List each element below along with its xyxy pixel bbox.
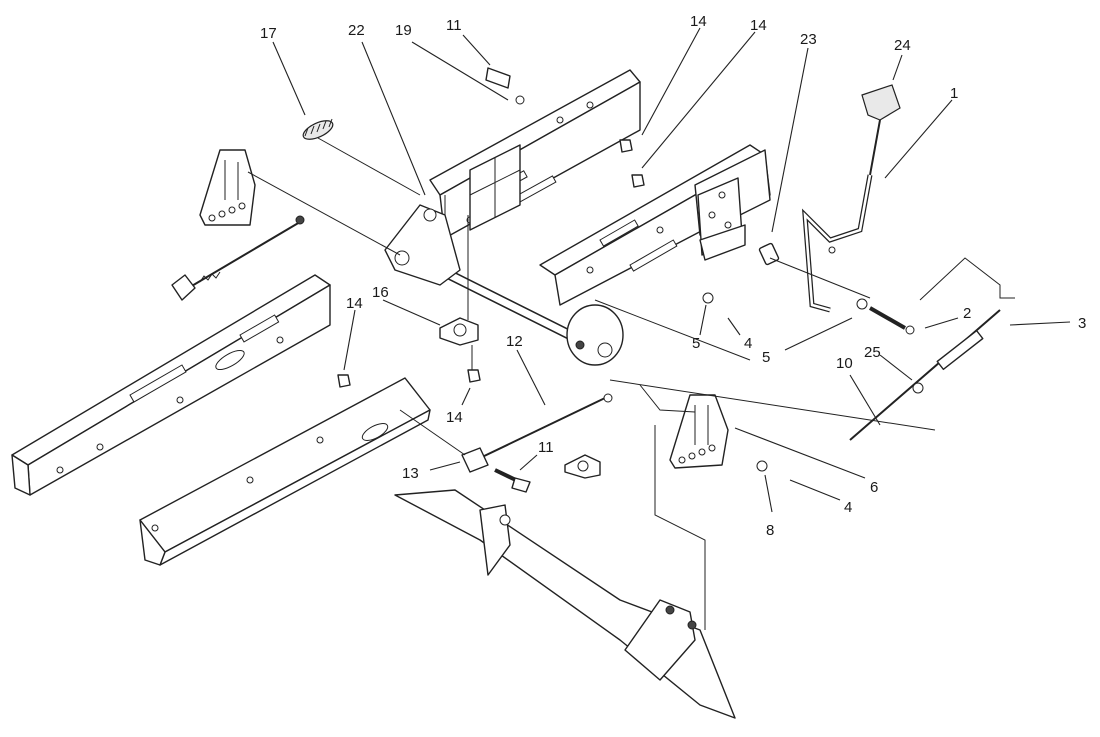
center-bracket [469,144,521,231]
callout-10: 10 [836,355,853,372]
callout-3: 3 [1078,315,1086,332]
callout-11a: 11 [446,17,462,34]
callout-24: 24 [894,37,911,54]
callout-6: 6 [870,479,878,496]
callout-2: 2 [963,305,971,322]
callout-8: 8 [766,522,774,539]
leader-lines [272,27,1071,513]
callout-14c: 14 [346,295,363,312]
callout-14a: 14 [690,13,707,30]
left-frame-channel [11,274,331,496]
link-rod [849,309,1001,441]
height-adjust-plate-right [669,394,729,469]
callout-11b: 11 [538,439,554,456]
hardware [337,67,915,472]
threaded-rod [171,215,305,301]
callout-5a: 5 [692,335,700,352]
callout-23: 23 [800,31,817,48]
lift-link [461,393,613,473]
callout-labels: 1 2 3 4 4 5 5 6 8 10 11 11 12 13 14 14 1… [260,13,1086,539]
callout-5b: 5 [762,349,770,366]
pivot-shaft-assembly [384,204,624,366]
callout-17: 17 [260,25,277,42]
spring [302,118,334,140]
callout-16: 16 [372,284,389,301]
callout-12: 12 [506,333,523,350]
height-adjust-plate-left [199,149,256,226]
callout-4b: 4 [844,499,852,516]
front-frame-channel [139,377,431,566]
spacer [758,242,780,266]
height-lever [801,174,873,313]
lever-knob [861,84,901,176]
rear-frame-channel [429,69,641,239]
callout-13: 13 [402,465,419,482]
callout-4a: 4 [744,335,752,352]
callout-22: 22 [348,22,365,39]
callout-25: 25 [864,344,881,361]
mounting-plate [697,177,746,261]
alignment-lines [247,137,1015,630]
callout-14b: 14 [750,17,767,34]
callout-1: 1 [950,85,958,102]
mower-deck-skid [394,489,736,719]
callout-19: 19 [395,22,412,39]
clamp-brackets [439,317,601,479]
callout-14d: 14 [446,409,463,426]
bolt-lower [494,468,531,493]
